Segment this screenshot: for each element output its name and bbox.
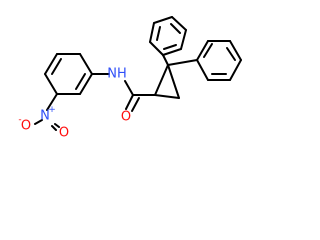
nitro-o-top-bond-b (51, 125, 57, 131)
phenyl-right-attach-bond (167, 59, 198, 66)
nitrophenyl-ring (44, 53, 93, 95)
nitro-o-bottom-bond (34, 119, 43, 125)
nitro-oxygen-bottom-charge: - (18, 115, 21, 125)
cyclopropane-ring (154, 64, 180, 99)
nitro-nitrogen-label: N (40, 109, 50, 124)
nitro-nitrogen-charge: + (48, 105, 56, 115)
phenyl-ring-left (149, 16, 187, 56)
nitro-bond (46, 93, 58, 111)
chemical-structure: NH O N + O O - (18, 16, 242, 141)
carbonyl-oxygen-label: O (121, 110, 131, 125)
nh-carbonyl-bond (124, 80, 134, 96)
nitro-oxygen-top-label: O (59, 126, 69, 141)
nitro-o-top-bond-a (54, 123, 60, 128)
carbonyl-double-bond-a (125, 94, 134, 110)
phenyl-ring-right (196, 40, 242, 81)
phenyl-left-attach-bond (162, 54, 169, 66)
carbonyl-double-bond-b (131, 97, 140, 112)
nh-label: NH (107, 67, 127, 82)
nitro-oxygen-bottom-label: O (21, 119, 31, 134)
